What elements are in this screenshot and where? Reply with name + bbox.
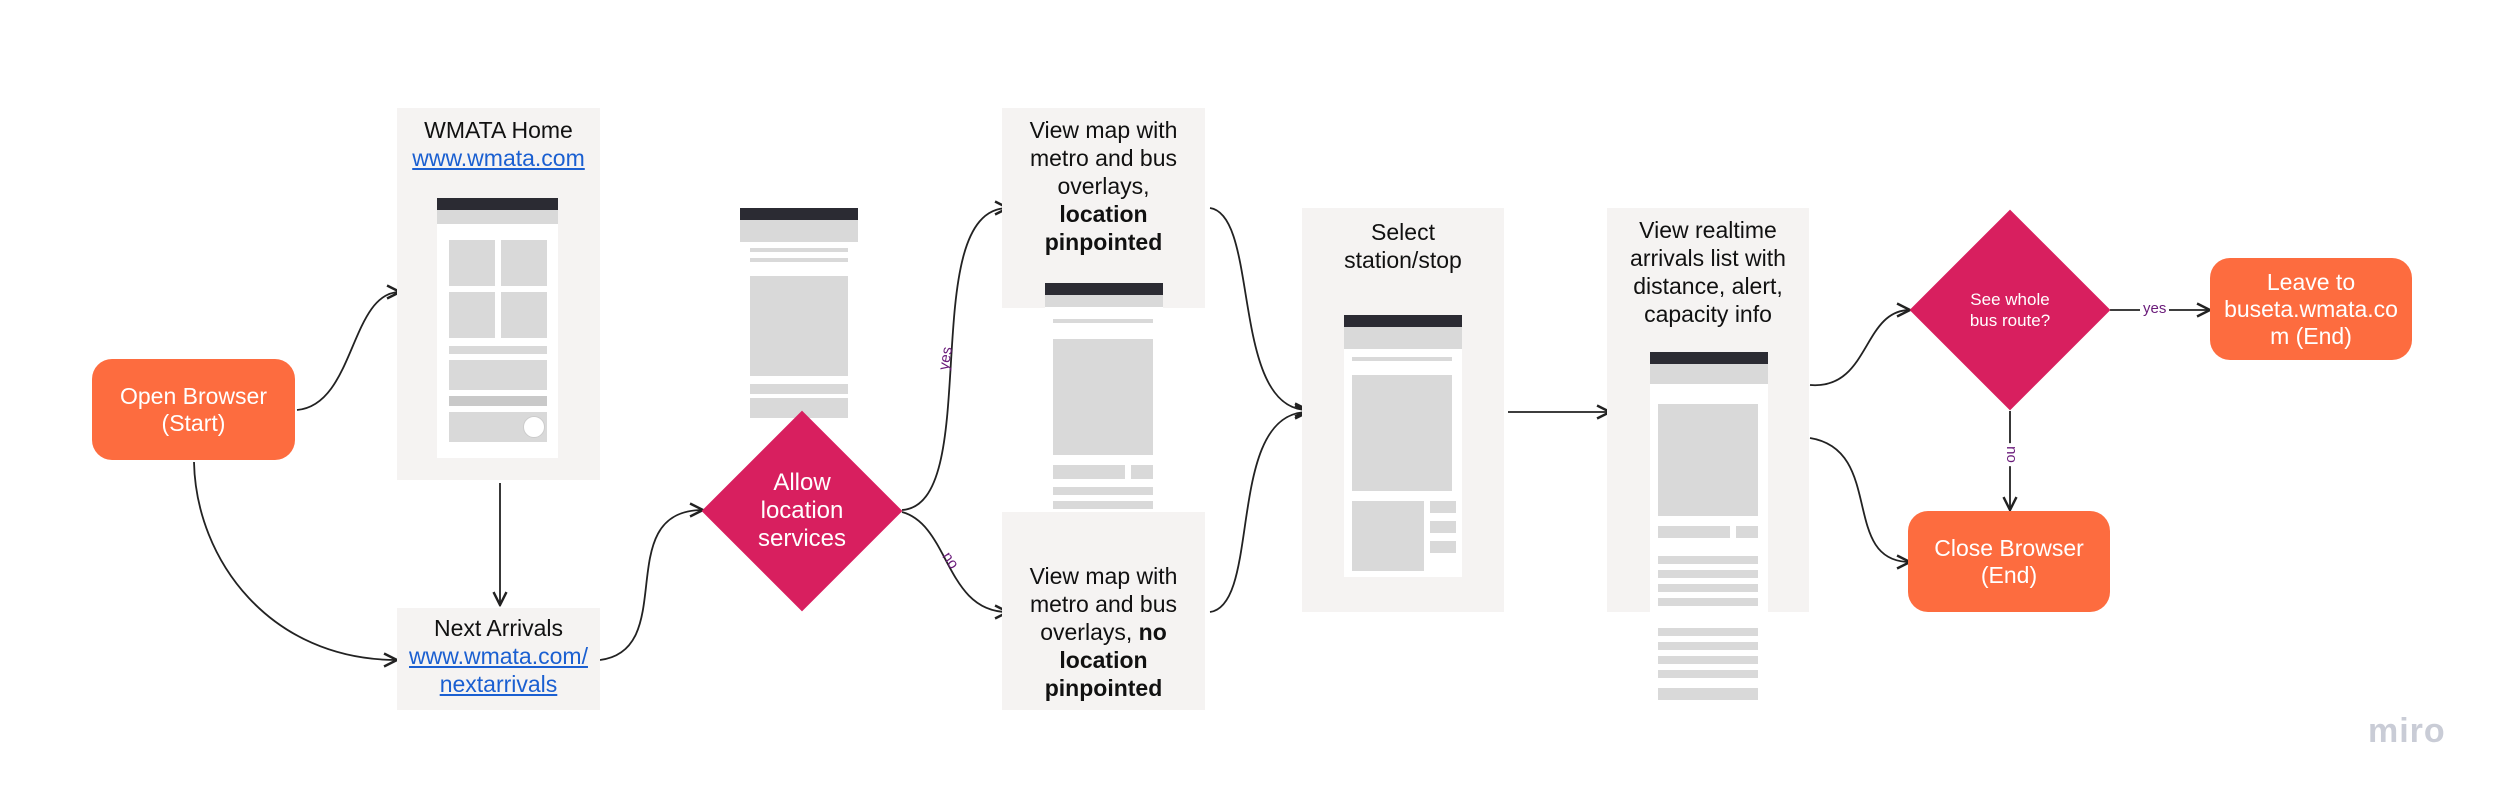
edge-start-home	[296, 292, 400, 411]
leave-to-label: Leave to buseta.wmata.co m (End)	[2224, 268, 2398, 349]
node-map-pinpointed: View map with metro and bus overlays, lo…	[1002, 108, 1205, 308]
next-arrivals-link-1[interactable]: www.wmata.com/	[409, 643, 588, 669]
map-nopin-line-3a: overlays,	[1040, 619, 1139, 645]
map-nopin-line-1: View map with	[1029, 563, 1178, 589]
map-screen-wireframe	[1045, 283, 1163, 538]
wmata-home-link[interactable]: www.wmata.com	[412, 145, 585, 171]
node-map-no-pin: View map with metro and bus overlays, no…	[1002, 512, 1205, 710]
arrivals-screen-wireframe	[1650, 352, 1768, 700]
node-open-browser-label: Open Browser (Start)	[119, 382, 267, 436]
realtime-list-label: View realtime arrivals list with distanc…	[1630, 217, 1786, 327]
node-leave-to: Leave to buseta.wmata.co m (End)	[2210, 258, 2412, 360]
node-close-browser: Close Browser (End)	[1908, 511, 2110, 612]
node-select-station: Select station/stop	[1302, 208, 1504, 612]
edge-location-nopin	[901, 511, 1008, 612]
map-pin-line-5: pinpointed	[1044, 229, 1163, 255]
node-next-arrivals: Next Arrivals www.wmata.com/ nextarrival…	[397, 608, 600, 710]
map-pin-line-4: location	[1059, 201, 1148, 227]
map-pin-line-1: View map with	[1029, 117, 1178, 143]
location-prompt-wireframe	[740, 208, 858, 418]
map-pin-line-3: overlays,	[1057, 173, 1150, 199]
edge-nopin-select	[1209, 412, 1308, 613]
edge-label-no-route: no	[2002, 443, 2020, 466]
edge-realtime-route	[1809, 310, 1910, 386]
wmata-home-title: WMATA Home	[424, 117, 573, 143]
map-nopin-line-5: pinpointed	[1044, 675, 1163, 701]
node-see-route: See whole bus route?	[1909, 209, 2111, 411]
edge-pinpointed-select	[1209, 207, 1308, 410]
allow-location-label: Allow location services	[757, 469, 847, 552]
map-nopin-line-4: location	[1059, 647, 1148, 673]
next-arrivals-title: Next Arrivals	[433, 615, 564, 641]
edge-arrivals-location	[599, 510, 703, 661]
edge-realtime-close	[1809, 437, 1910, 562]
select-station-label: Select station/stop	[1344, 219, 1462, 273]
station-screen-wireframe	[1344, 315, 1462, 577]
edge-location-pinpointed	[901, 208, 1008, 511]
node-open-browser: Open Browser (Start)	[92, 359, 295, 460]
map-pin-line-2: metro and bus	[1029, 145, 1178, 171]
edge-label-yes-route: yes	[2140, 300, 2170, 317]
see-route-label: See whole bus route?	[1969, 290, 2051, 330]
home-screen-wireframe	[437, 198, 558, 458]
node-wmata-home: WMATA Home www.wmata.com	[397, 108, 600, 480]
next-arrivals-link-2[interactable]: nextarrivals	[439, 671, 558, 697]
close-browser-label: Close Browser (End)	[1934, 534, 2084, 588]
edge-start-arrivals	[193, 461, 397, 660]
map-nopin-line-2: metro and bus	[1029, 591, 1178, 617]
map-nopin-line-3b: no	[1138, 619, 1167, 645]
node-allow-location: Allow location services	[701, 410, 903, 612]
miro-logo: miro	[2368, 712, 2446, 750]
